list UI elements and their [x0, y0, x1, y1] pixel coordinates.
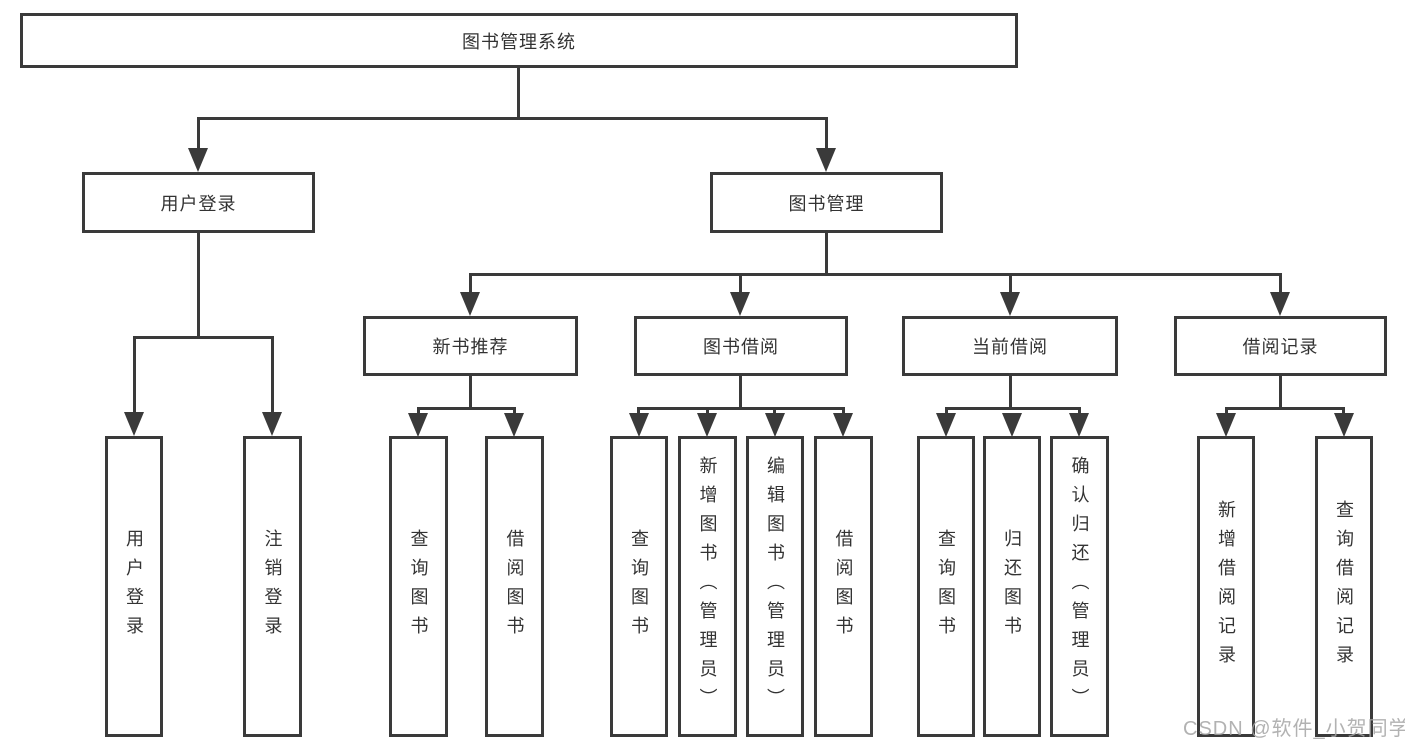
leaf-borrow-add-book-admin-label: 新增图书（管理员）	[697, 456, 718, 717]
node-book-borrow-label: 图书借阅	[703, 337, 779, 357]
arrow-down-icon	[697, 413, 717, 437]
arrow-down-icon	[1334, 413, 1354, 437]
connector-line	[1009, 376, 1012, 410]
connector-line	[773, 407, 776, 418]
leaf-borrow-borrow-book: 借阅图书	[814, 436, 873, 737]
connector-line	[1279, 376, 1282, 410]
leaf-records-add-record-label: 新增借阅记录	[1216, 499, 1236, 674]
connector-line	[133, 336, 136, 416]
arrow-down-icon	[936, 413, 956, 437]
node-root-label: 图书管理系统	[462, 31, 576, 52]
connector-line	[517, 68, 520, 119]
node-new-book-recommend: 新书推荐	[363, 316, 578, 376]
leaf-current-confirm-return-admin-label: 确认归还（管理员）	[1069, 456, 1090, 717]
node-user-login-label: 用户登录	[160, 193, 237, 214]
arrow-down-icon	[1270, 292, 1290, 316]
leaf-borrow-borrow-book-label: 借阅图书	[833, 528, 854, 645]
connector-line	[417, 407, 420, 418]
connector-line	[739, 273, 742, 296]
connector-line	[1078, 407, 1081, 418]
node-user-login: 用户登录	[82, 172, 315, 233]
leaf-records-query-record-label: 查询借阅记录	[1334, 499, 1354, 674]
leaf-recommend-borrow-book: 借阅图书	[485, 436, 544, 737]
arrow-down-icon	[816, 148, 836, 172]
connector-line	[1225, 407, 1228, 418]
arrow-down-icon	[124, 412, 144, 436]
arrow-down-icon	[1069, 413, 1089, 437]
node-book-management: 图书管理	[710, 172, 943, 233]
arrow-down-icon	[262, 412, 282, 436]
connector-line	[197, 117, 200, 152]
connector-line	[1009, 273, 1012, 296]
arrow-down-icon	[629, 413, 649, 437]
leaf-current-return-book: 归还图书	[983, 436, 1041, 737]
leaf-recommend-query-book: 查询图书	[389, 436, 448, 737]
connector-line	[637, 407, 845, 410]
leaf-current-query-book-label: 查询图书	[936, 528, 956, 645]
arrow-down-icon	[833, 413, 853, 437]
connector-line	[197, 117, 828, 120]
connector-line	[637, 407, 640, 418]
node-root: 图书管理系统	[20, 13, 1018, 68]
arrow-down-icon	[730, 292, 750, 316]
connector-line	[513, 407, 516, 418]
leaf-user-login-label: 用户登录	[124, 528, 144, 645]
connector-line	[271, 336, 274, 416]
arrow-down-icon	[188, 148, 208, 172]
leaf-current-confirm-return-admin: 确认归还（管理员）	[1050, 436, 1109, 737]
connector-line	[417, 407, 516, 410]
connector-line	[469, 273, 472, 296]
arrow-down-icon	[504, 413, 524, 437]
connector-line	[133, 336, 274, 339]
node-current-borrow: 当前借阅	[902, 316, 1118, 376]
connector-line	[945, 407, 1081, 410]
leaf-recommend-query-book-label: 查询图书	[408, 528, 429, 645]
node-new-book-recommend-label: 新书推荐	[432, 337, 509, 357]
leaf-records-add-record: 新增借阅记录	[1197, 436, 1255, 737]
connector-line	[1279, 273, 1282, 296]
arrow-down-icon	[408, 413, 428, 437]
leaf-recommend-borrow-book-label: 借阅图书	[504, 528, 525, 645]
leaf-borrow-query-book-label: 查询图书	[629, 528, 649, 645]
connector-line	[842, 407, 845, 418]
connector-line	[945, 407, 948, 418]
arrow-down-icon	[1000, 292, 1020, 316]
node-borrow-records-label: 借阅记录	[1242, 337, 1319, 357]
leaf-current-return-book-label: 归还图书	[1002, 528, 1022, 645]
connector-line	[1342, 407, 1345, 418]
node-borrow-records: 借阅记录	[1174, 316, 1387, 376]
leaf-current-query-book: 查询图书	[917, 436, 975, 737]
arrow-down-icon	[765, 413, 785, 437]
node-book-borrow: 图书借阅	[634, 316, 848, 376]
connector-line	[469, 273, 1282, 276]
leaf-logout: 注销登录	[243, 436, 302, 737]
leaf-user-login: 用户登录	[105, 436, 163, 737]
connector-line	[825, 233, 828, 276]
connector-line	[197, 233, 200, 338]
leaf-borrow-add-book-admin: 新增图书（管理员）	[678, 436, 737, 737]
leaf-borrow-edit-book-admin: 编辑图书（管理员）	[746, 436, 804, 737]
leaf-records-query-record: 查询借阅记录	[1315, 436, 1373, 737]
connector-line	[825, 117, 828, 152]
connector-line	[706, 407, 709, 418]
connector-line	[469, 376, 472, 410]
arrow-down-icon	[1216, 413, 1236, 437]
csdn-watermark: CSDN @软件_小贺同学	[1183, 718, 1405, 740]
connector-line	[1225, 407, 1345, 410]
connector-line	[739, 376, 742, 410]
arrow-down-icon	[460, 292, 480, 316]
leaf-borrow-edit-book-admin-label: 编辑图书（管理员）	[765, 456, 785, 717]
leaf-borrow-query-book: 查询图书	[610, 436, 668, 737]
leaf-logout-label: 注销登录	[262, 528, 283, 645]
arrow-down-icon	[1002, 413, 1022, 437]
node-current-borrow-label: 当前借阅	[972, 337, 1048, 357]
node-book-management-label: 图书管理	[788, 193, 865, 214]
